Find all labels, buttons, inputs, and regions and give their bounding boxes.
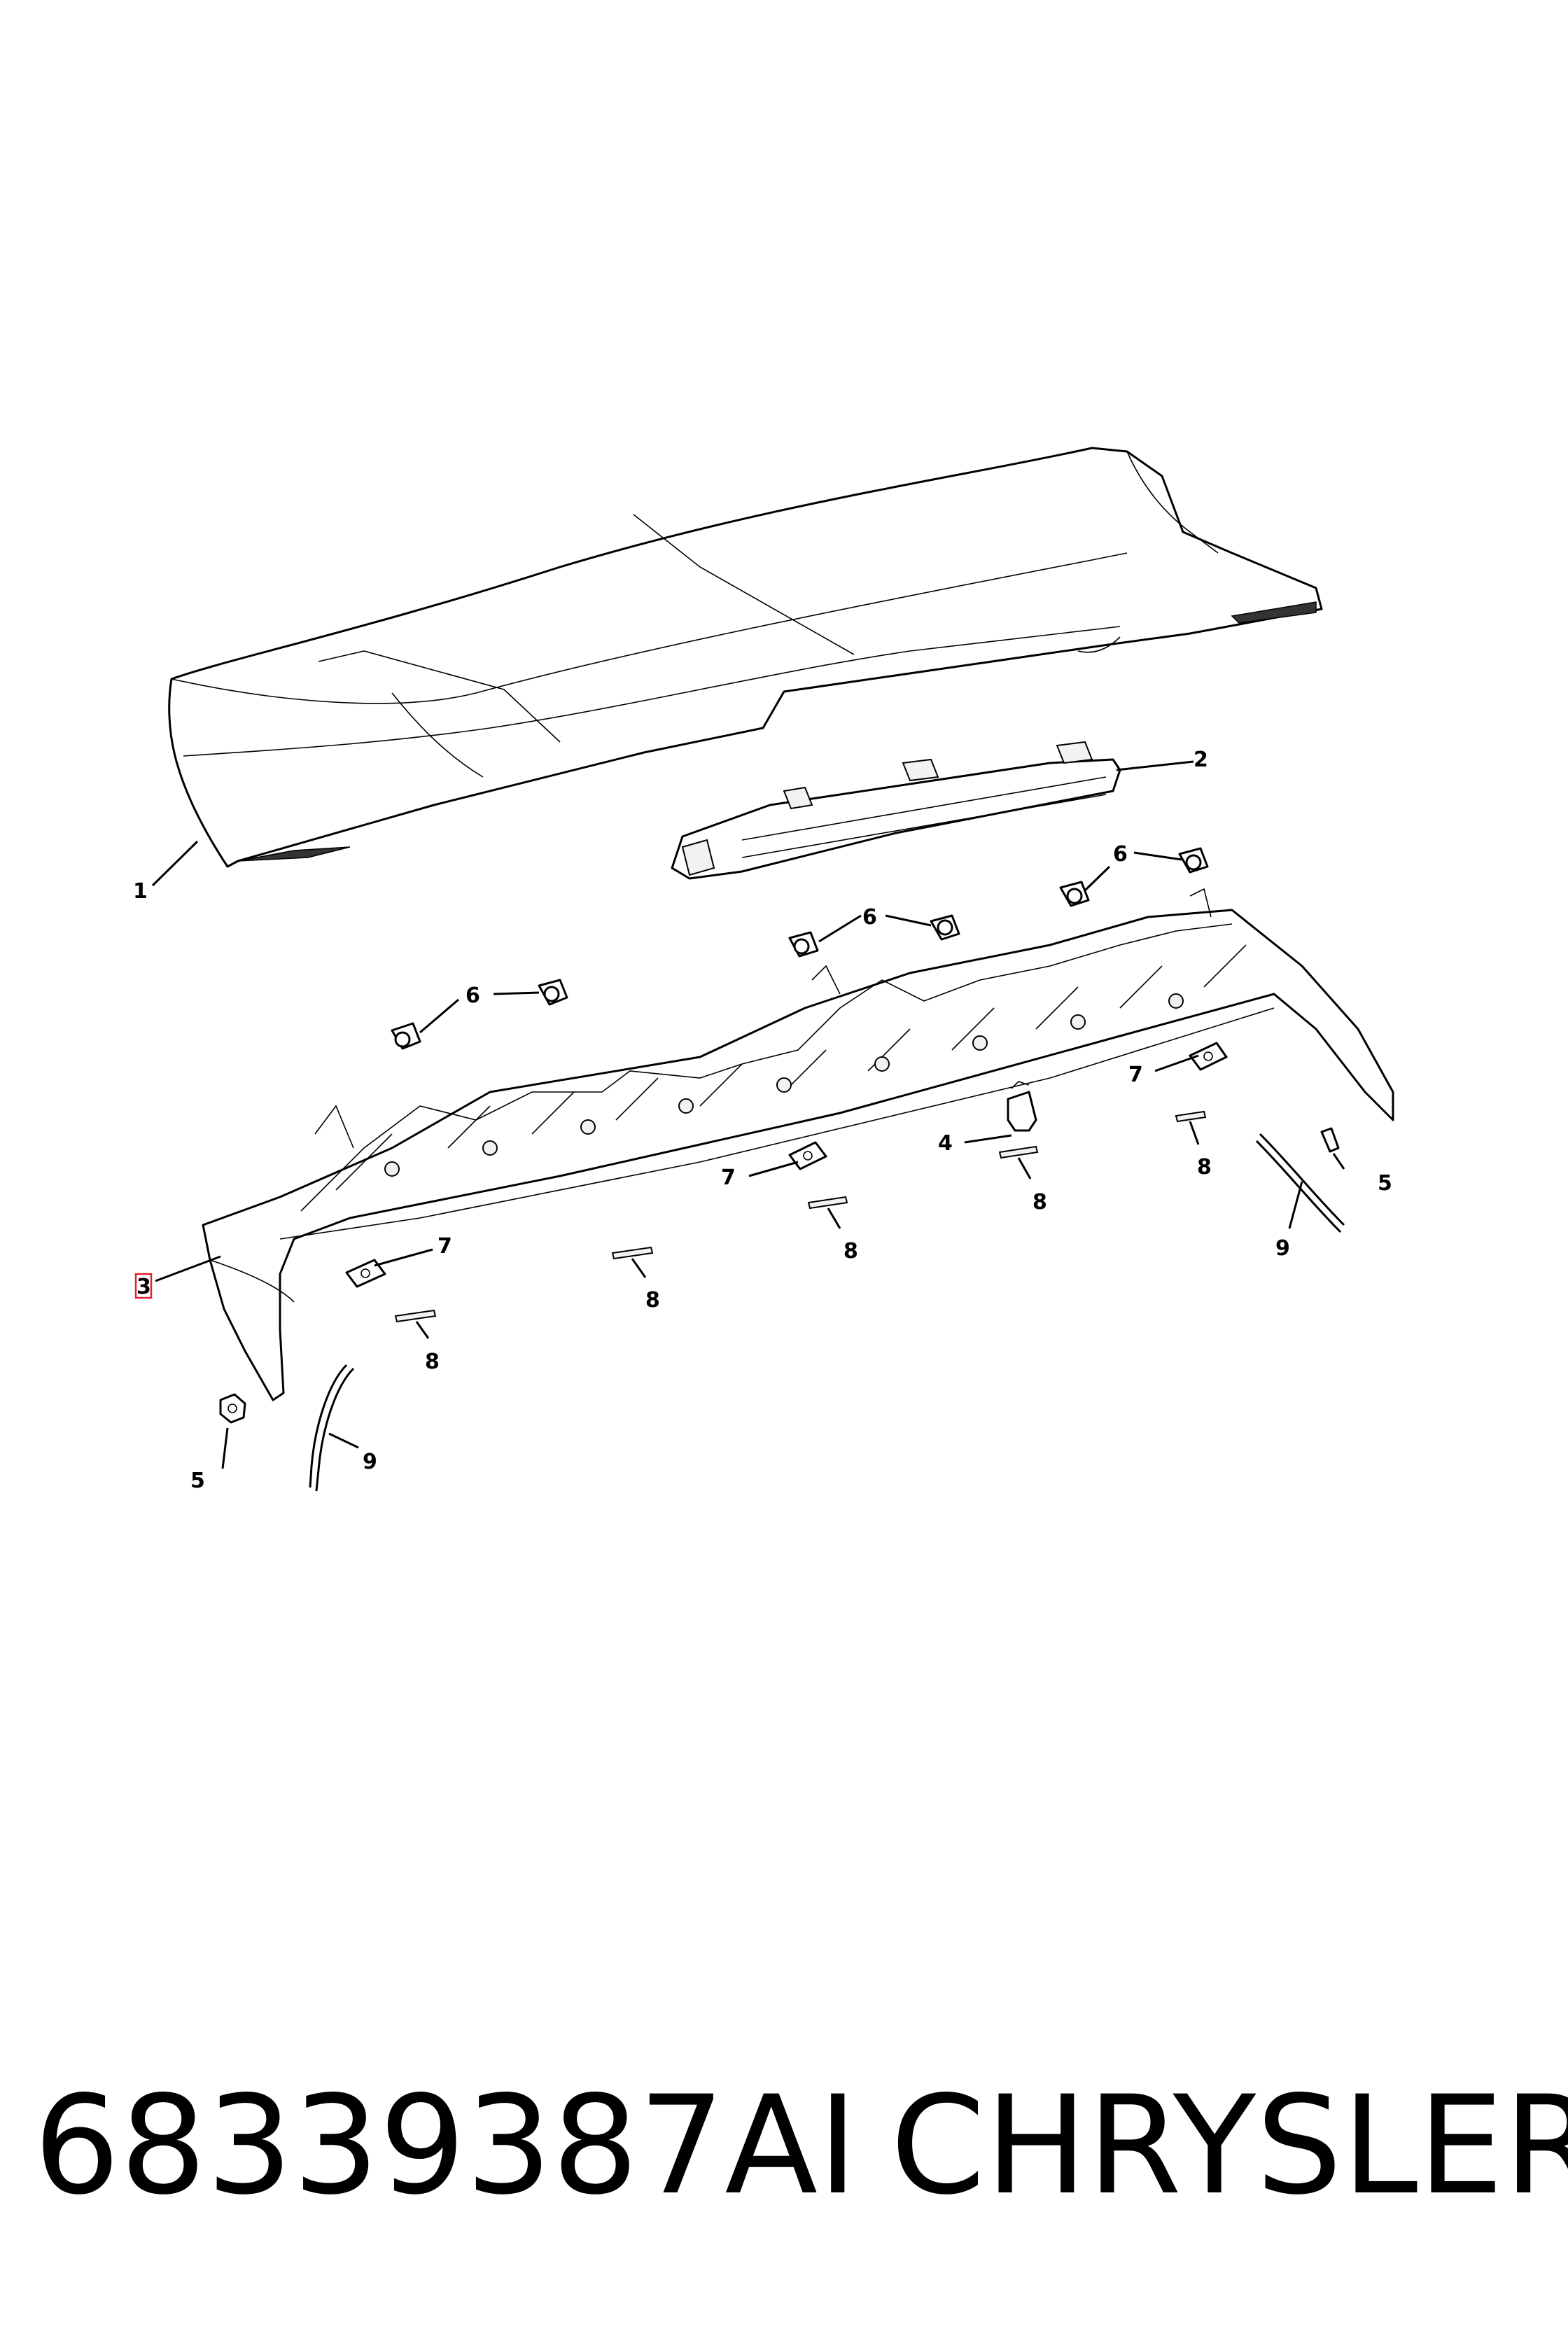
- pad-part-7-center: [788, 1141, 827, 1170]
- callout-5-right: 5: [1378, 1171, 1392, 1196]
- leader-lines: [151, 760, 1345, 1469]
- tape-strip-part-8-e: [1175, 1110, 1207, 1123]
- tape-strip-part-8-a: [394, 1309, 437, 1323]
- callout-6-a: 6: [465, 983, 480, 1008]
- callout-7-b: 7: [721, 1166, 736, 1190]
- callout-8-b: 8: [645, 1288, 660, 1312]
- nut-part-5-left: [219, 1393, 246, 1424]
- callout-5-left: 5: [190, 1469, 205, 1493]
- connector-part-4: [1007, 1081, 1037, 1132]
- brand-name: CHRYSLER: [890, 2066, 1568, 2225]
- tape-strip-part-8-c: [807, 1196, 848, 1210]
- seal-strip-part-9-right: [1255, 1133, 1345, 1233]
- footer: 68339387AI CHRYSLER: [0, 2065, 1568, 2226]
- callout-7-c: 7: [1128, 1063, 1143, 1087]
- retainer-part-6-a: [391, 1022, 421, 1050]
- part-number: 68339387AI: [34, 2066, 858, 2225]
- tape-strip-part-8-b: [611, 1246, 654, 1260]
- callout-4: 4: [938, 1131, 953, 1156]
- callout-6-c: 6: [1113, 842, 1128, 867]
- retainer-part-6-d: [930, 914, 960, 941]
- callout-7-a: 7: [438, 1234, 452, 1259]
- callout-3: 3: [136, 1275, 151, 1299]
- callout-9-left: 9: [363, 1450, 377, 1474]
- callout-8-a: 8: [425, 1350, 440, 1374]
- spoiler-shell-part-1: [168, 447, 1323, 868]
- callout-8-e: 8: [1197, 1155, 1212, 1180]
- callout-8-d: 8: [1032, 1190, 1047, 1214]
- pad-part-7-left: [345, 1259, 386, 1288]
- callout-labels: 1 2 3 4 5 5 6 6 6 7 7 7 8 8 8 8 8 9 9: [133, 748, 1392, 1493]
- callout-1: 1: [133, 879, 148, 904]
- seal-strip-part-9-left: [309, 1364, 355, 1492]
- retainer-part-6-f: [1178, 847, 1209, 874]
- retainer-part-6-c: [788, 931, 819, 958]
- callout-2: 2: [1194, 748, 1208, 772]
- retainer-part-6-b: [538, 979, 568, 1006]
- callout-8-c: 8: [844, 1239, 858, 1264]
- callout-6-b: 6: [862, 905, 877, 930]
- callout-3-highlight-box: [134, 1273, 153, 1299]
- tape-strip-part-8-d: [998, 1145, 1039, 1159]
- callout-9-right: 9: [1275, 1236, 1290, 1261]
- spoiler-base-part-3: [202, 888, 1394, 1401]
- retainer-part-6-e: [1059, 881, 1090, 907]
- stop-lamp-part-2: [671, 741, 1121, 880]
- nut-part-5-right: [1320, 1127, 1340, 1153]
- pad-part-7-right: [1189, 1042, 1228, 1071]
